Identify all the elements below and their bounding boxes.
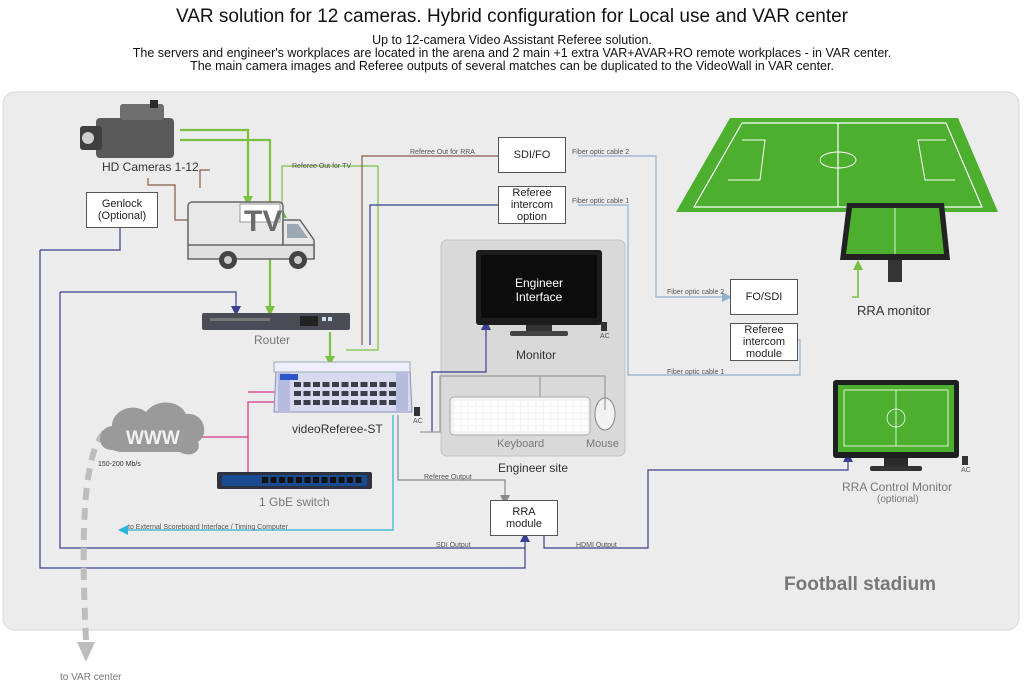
- scoreboard-line: [122, 415, 394, 531]
- intercom-option-box: Referee intercom option: [498, 186, 566, 224]
- rra-monitor-icon: [840, 203, 950, 282]
- rra-control-optional-label: (optional): [877, 494, 919, 505]
- arrow-router-input: [231, 306, 241, 316]
- router-label: Router: [254, 333, 291, 347]
- genlock-line: [147, 178, 190, 221]
- router-icon: [202, 313, 350, 330]
- sdi-output-line-2: [59, 292, 525, 549]
- camera-to-tv-line: [180, 128, 250, 202]
- football-field-icon: [676, 118, 998, 212]
- intercom-option-line-3: option: [517, 211, 547, 223]
- intercom-option-line-2: intercom: [510, 199, 554, 211]
- rra-monitor-label: RRA monitor: [857, 303, 931, 318]
- intercom-module-line-3: module: [745, 348, 783, 360]
- referee-output-line: [397, 415, 506, 500]
- rra-control-monitor-icon: [833, 380, 959, 471]
- ac-label-3: AC: [961, 467, 971, 474]
- cloud-icon: [100, 402, 205, 455]
- referee-out-tv-label: Referee Out for TV: [292, 163, 352, 170]
- fosdi-label: FO/SDI: [745, 291, 783, 303]
- server-slots: [294, 382, 396, 405]
- stadium-label: Football stadium: [784, 574, 936, 595]
- engineer-interface-label: Engineer Interface: [496, 276, 582, 304]
- intercom-module-line-2: intercom: [742, 336, 786, 348]
- fosdi-to-rra-monitor-line: [852, 265, 859, 298]
- router-input-line: [60, 291, 237, 312]
- engineer-interface-line-2: Interface: [515, 290, 563, 304]
- intercom-option-line-1: Referee: [512, 187, 552, 199]
- rra-module-line-1: RRA: [512, 506, 536, 518]
- intercom-line: [369, 204, 498, 345]
- keyboard-mouse-cable: [420, 375, 606, 433]
- fiber-1-top-label: Fiber optic cable 1: [572, 198, 630, 205]
- fosdi-box: FO/SDI: [730, 279, 798, 315]
- arrow-scoreboard: [118, 525, 128, 535]
- rra-module-box: RRA module: [490, 500, 558, 536]
- gbe-switch-icon: [217, 472, 372, 489]
- bandwidth-label: 150-200 Mb/s: [98, 461, 141, 468]
- cameras-label: HD Cameras 1-12: [102, 160, 199, 174]
- fiber-cable-1: [578, 204, 801, 376]
- rra-module-line-2: module: [505, 518, 543, 530]
- tv-label: TV: [244, 205, 283, 238]
- referee-out-rra-label: Referee Out for RRA: [410, 149, 475, 156]
- subtitle-line-3: The main camera images and Referee outpu…: [190, 59, 834, 73]
- var-center-link: [80, 429, 108, 641]
- genlock-optional-label: (Optional): [97, 210, 147, 222]
- fiber-2-bottom-label: Fiber optic cable 2: [667, 289, 725, 296]
- www-label: WWW: [126, 428, 180, 449]
- genlock-sync-line: [40, 228, 121, 251]
- keyboard-keys: [454, 401, 588, 431]
- hdmi-output-line: [543, 458, 849, 549]
- referee-out-tv-line-2: [346, 262, 379, 351]
- subtitle-line-2: The servers and engineer's workplaces ar…: [132, 46, 892, 60]
- fiber-cable-2: [578, 155, 726, 298]
- fiber-2-top-label: Fiber optic cable 2: [572, 149, 630, 156]
- var-center-arrow: [77, 642, 95, 662]
- subtitle-line-1: Up to 12-camera Video Assistant Referee …: [372, 33, 652, 47]
- camera-to-tv-brown: [199, 169, 210, 188]
- camera-icon: [80, 100, 174, 158]
- rra-control-monitor-label: RRA Control Monitor: [842, 480, 953, 494]
- ac-label-2: AC: [600, 333, 610, 340]
- hdmi-output-label: HDMI Output: [576, 542, 617, 549]
- genlock-box: Genlock (Optional): [86, 192, 158, 228]
- sdifo-label: SDI/FO: [513, 149, 551, 161]
- arrow-router: [265, 306, 275, 316]
- ac-plug-icons: [414, 322, 968, 465]
- switch-label: 1 GbE switch: [259, 495, 330, 509]
- referee-out-tv-line: [281, 165, 379, 262]
- engineer-monitor-icon: [476, 250, 602, 336]
- arrow-server: [325, 356, 335, 366]
- scoreboard-label: to External Scoreboard Interface / Timin…: [128, 524, 288, 531]
- ac-label-1: AC: [413, 418, 423, 425]
- server-to-monitor-line: [431, 325, 487, 432]
- arrow-fosdi: [722, 292, 732, 302]
- fiber-1-bottom-label: Fiber optic cable 1: [667, 369, 725, 376]
- genlock-label: Genlock: [101, 198, 143, 210]
- arrow-rra-module: [520, 532, 530, 542]
- intercom-module-box: Referee intercom module: [730, 323, 798, 361]
- engineer-interface-line-1: Engineer: [514, 276, 564, 290]
- sdi-output-label: SDI Output: [436, 542, 471, 549]
- intercom-module-line-1: Referee: [744, 324, 784, 336]
- tv-truck-icon: [187, 201, 315, 269]
- page-title: VAR solution for 12 cameras. Hybrid conf…: [175, 6, 849, 27]
- arrow-tv: [243, 196, 253, 206]
- monitor-label: Monitor: [516, 348, 557, 362]
- var-center-label: to VAR center: [60, 672, 122, 683]
- switch-ports: [262, 477, 362, 483]
- referee-output-label: Referee Output: [424, 474, 472, 481]
- mouse-label: Mouse: [586, 438, 620, 450]
- engineer-site-label: Engineer site: [498, 461, 569, 475]
- videoreferee-label: videoReferee-ST: [292, 422, 383, 436]
- referee-out-rra-line: [361, 155, 498, 345]
- keyboard-label: Keyboard: [497, 438, 545, 450]
- sdifo-box: SDI/FO: [498, 137, 566, 173]
- arrow-rra-monitor: [853, 260, 863, 270]
- sdi-output-line: [39, 250, 526, 569]
